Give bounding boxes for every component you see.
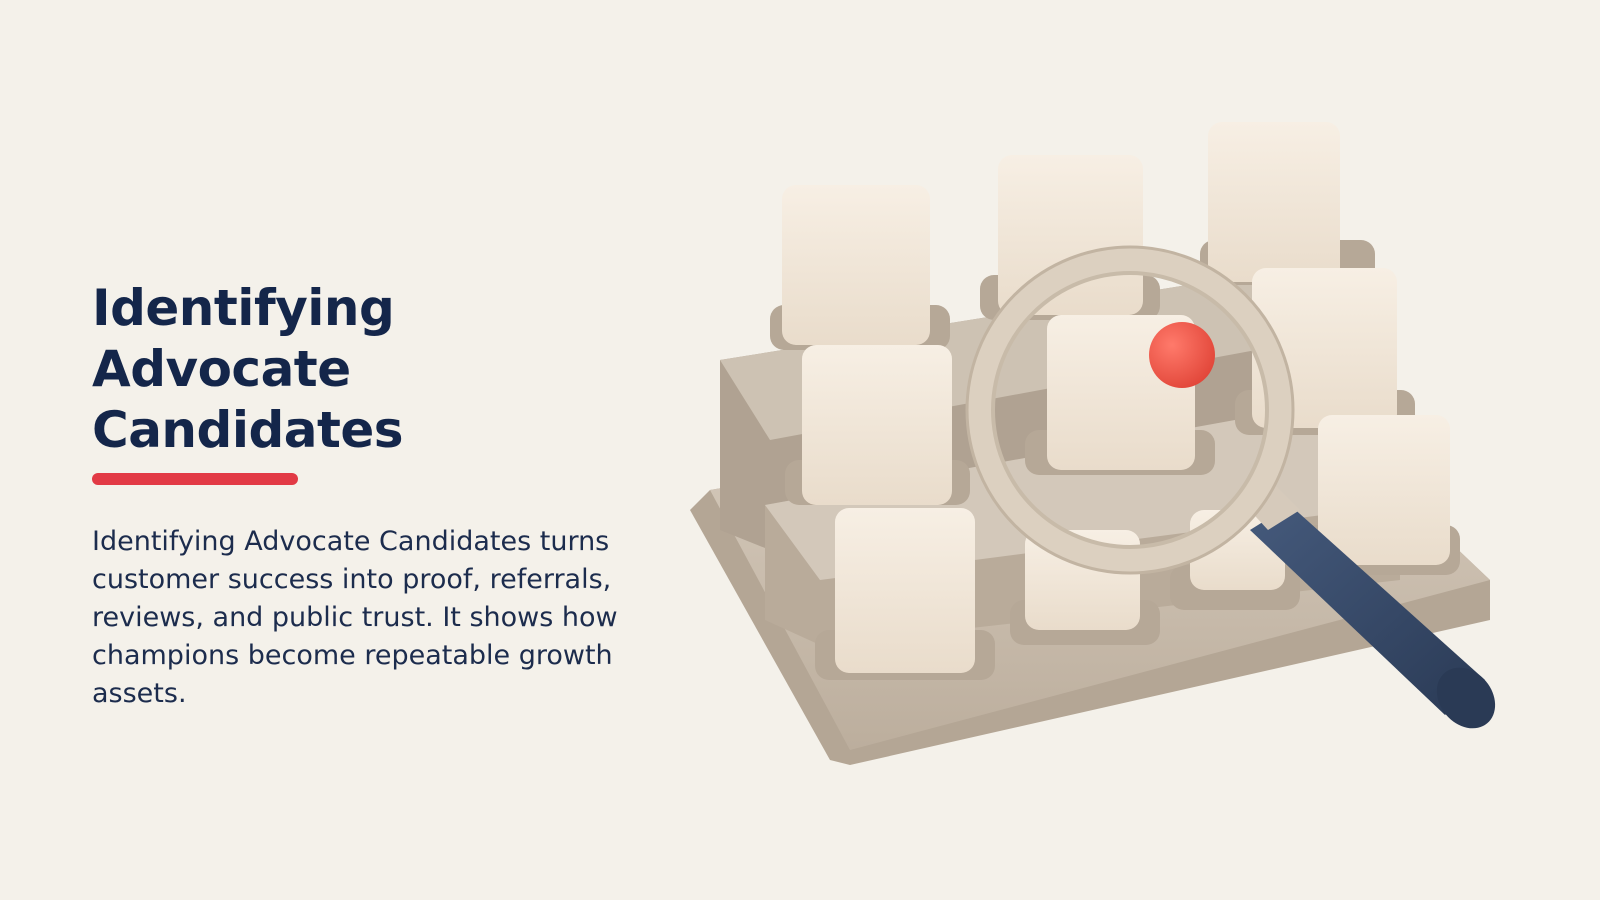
card-back-3	[1200, 122, 1375, 285]
text-block: Identifying Advocate Candidates Identify…	[92, 278, 652, 713]
card-tray-magnifier-icon	[690, 110, 1530, 790]
card-back-2	[980, 155, 1160, 320]
card-back-1	[770, 185, 950, 350]
card-front-1	[815, 508, 995, 680]
slide-body: Identifying Advocate Candidates turns cu…	[92, 526, 618, 709]
selection-marker	[1149, 322, 1215, 388]
card-middle-1	[785, 345, 970, 505]
magnifier-ring	[965, 245, 1295, 575]
card-front-4	[1300, 415, 1460, 575]
title-underline	[92, 473, 298, 485]
slide-title: Identifying Advocate Candidates	[92, 279, 404, 459]
